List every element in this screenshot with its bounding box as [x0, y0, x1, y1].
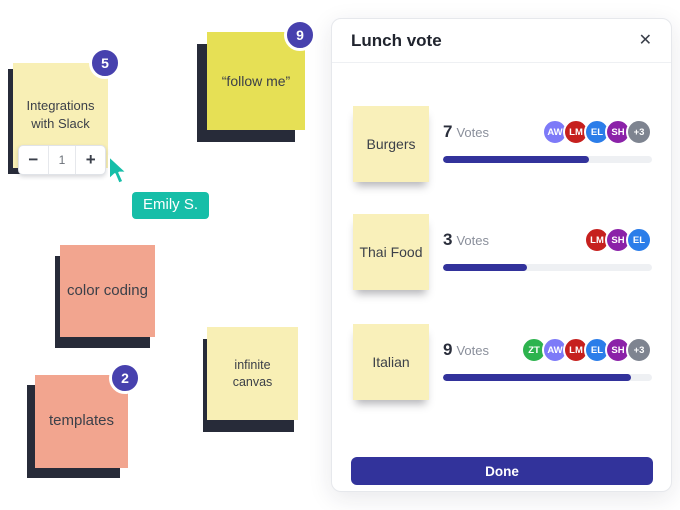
vote-count-badge: 5	[89, 47, 121, 79]
dialog-header: Lunch vote ✕	[332, 19, 671, 63]
collaborator-cursor-icon	[108, 155, 128, 185]
avatar-overflow: +3	[626, 119, 652, 145]
votes-number: 3	[443, 230, 453, 249]
vote-progress-track	[443, 264, 652, 271]
voter-avatars: AW LM EL SH +3	[542, 119, 652, 145]
dialog-title: Lunch vote	[351, 30, 442, 50]
minus-icon[interactable]: −	[28, 150, 39, 169]
sticky-note-templates[interactable]: templates	[35, 375, 128, 468]
vote-progress-fill	[443, 374, 632, 381]
vote-option-sticky[interactable]: Italian	[353, 324, 429, 400]
vote-stepper[interactable]: − 1 +	[18, 145, 106, 175]
vote-option-sticky[interactable]: Thai Food	[353, 214, 429, 290]
sticky-note-text: “follow me”	[221, 72, 291, 89]
done-button[interactable]: Done	[351, 457, 653, 485]
sticky-note-text: color coding	[67, 281, 148, 299]
plus-icon[interactable]: +	[85, 150, 96, 169]
vote-option-sticky[interactable]: Burgers	[353, 106, 429, 182]
avatar: SH	[605, 227, 631, 253]
voter-avatars: ZT AW LM EL SH +3	[521, 337, 652, 363]
votes-label: Votes	[456, 343, 489, 358]
sticky-note-text: templates	[48, 412, 115, 430]
vote-progress-fill	[443, 156, 590, 163]
vote-count-badge: 9	[284, 19, 316, 51]
sticky-note-text: infinite canvas	[232, 357, 273, 389]
vote-progress-track	[443, 374, 652, 381]
sticky-note-color-coding[interactable]: color coding	[60, 245, 155, 337]
votes-number: 7	[443, 122, 453, 141]
votes-label: Votes	[456, 233, 489, 248]
stepper-value: 1	[47, 146, 77, 174]
sticky-note-text: Integrations with Slack	[26, 98, 95, 131]
vote-progress-fill	[443, 264, 527, 271]
avatar-overflow: +3	[626, 337, 652, 363]
votes-number: 9	[443, 340, 453, 359]
votes-label: Votes	[456, 125, 489, 140]
close-icon[interactable]: ✕	[638, 31, 652, 49]
collaborator-name-tag: Emily S.	[132, 192, 210, 219]
voter-avatars: LM SH EL	[584, 227, 652, 253]
vote-progress-track	[443, 156, 652, 163]
avatar: EL	[626, 227, 652, 253]
vote-count-badge: 2	[109, 362, 141, 394]
sticky-note-follow-me[interactable]: “follow me”	[207, 32, 305, 130]
sticky-note-infinite-canvas[interactable]: infinite canvas	[207, 327, 298, 420]
avatar: ZT	[521, 337, 547, 363]
